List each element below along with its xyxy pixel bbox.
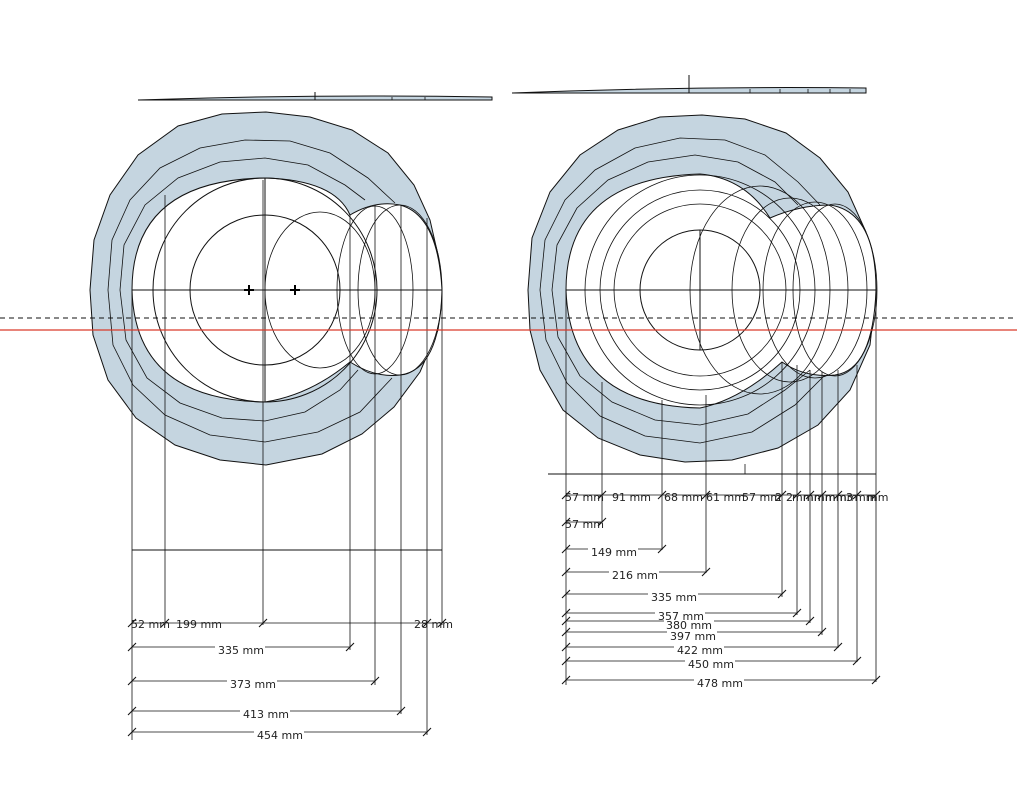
right-dimensions: 57 mm 91 mm 68 mm 61 mm 57 mm 2 2 mm mm … — [561, 490, 888, 690]
left-profile-view — [137, 92, 493, 101]
right-dim-450: 450 mm — [688, 658, 734, 671]
right-top-mm-g: mm — [867, 491, 888, 504]
right-top-mm-e: mm — [836, 491, 857, 504]
right-top-2a: 2 — [775, 491, 782, 504]
right-top-57a: 57 mm — [565, 491, 604, 504]
left-dim-52: 52 mm — [131, 618, 170, 631]
right-dim-149: 149 mm — [591, 546, 637, 559]
right-dim-422: 422 mm — [677, 644, 723, 657]
right-top-2b: 2 — [786, 491, 793, 504]
right-top-mm-c: mm — [814, 491, 835, 504]
left-dim-28: 28 mm — [414, 618, 453, 631]
right-dim-57: 57 mm — [565, 518, 604, 531]
left-dim-335: 335 mm — [218, 644, 264, 657]
right-profile-view — [511, 75, 867, 94]
right-top-mm-a: mm — [792, 491, 813, 504]
right-top-91: 91 mm — [612, 491, 651, 504]
right-top-61: 61 mm — [706, 491, 745, 504]
left-dim-199: 199 mm — [176, 618, 222, 631]
right-top-mm-f: mm — [855, 491, 876, 504]
right-plan-view — [527, 114, 878, 685]
right-top-mm-d: mm — [825, 491, 846, 504]
right-dim-357: 357 mm — [658, 610, 704, 623]
right-top-3: 3 — [846, 491, 853, 504]
left-dim-413: 413 mm — [243, 708, 289, 721]
left-dim-373: 373 mm — [230, 678, 276, 691]
right-top-68: 68 mm — [664, 491, 703, 504]
right-top-57b: 57 mm — [742, 491, 781, 504]
left-dim-454: 454 mm — [257, 729, 303, 742]
left-dimensions: 52 mm 199 mm 28 mm 335 mm 373 mm 413 mm … — [127, 618, 453, 742]
left-plan-view — [89, 111, 443, 740]
right-dim-335: 335 mm — [651, 591, 697, 604]
right-dim-380: 380 mm — [666, 619, 712, 632]
right-dim-397: 397 mm — [670, 630, 716, 643]
right-top-mm-b: mm — [803, 491, 824, 504]
right-dim-478: 478 mm — [697, 677, 743, 690]
right-dim-216: 216 mm — [612, 569, 658, 582]
